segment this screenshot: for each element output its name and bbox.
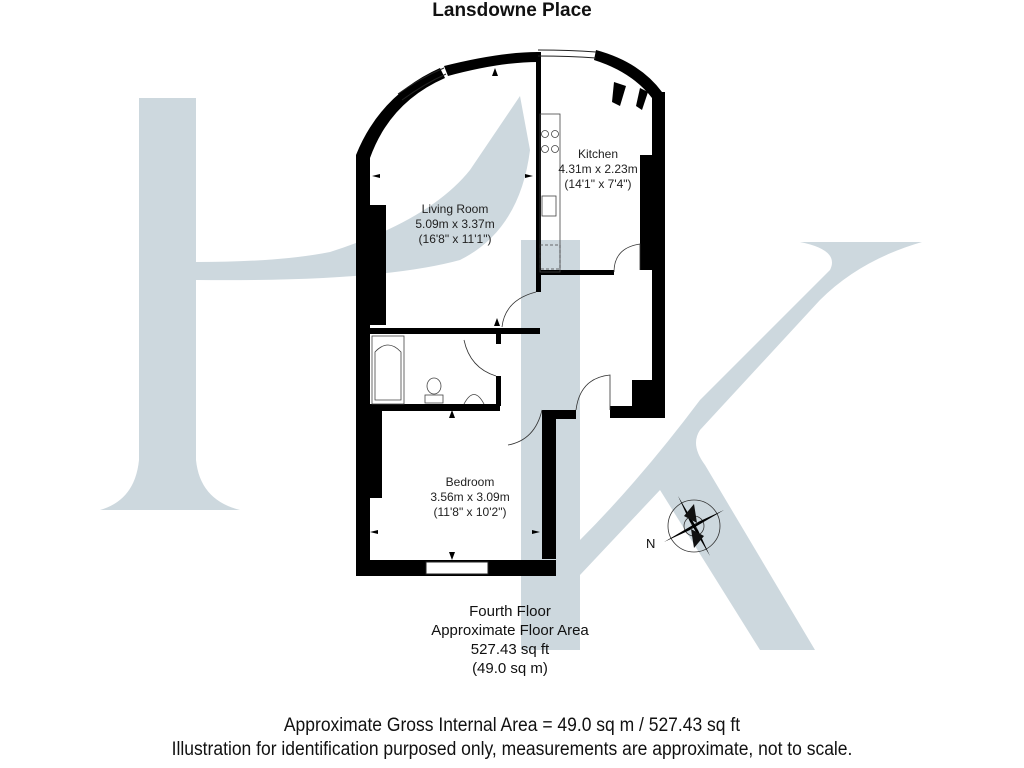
dimension-markers xyxy=(370,68,650,560)
watermark-k xyxy=(521,240,922,650)
walls xyxy=(356,50,665,576)
plan-title: Lansdowne Place xyxy=(432,0,592,21)
room-label-kitchen: Kitchen 4.31m x 2.23m (14'1" x 7'4") xyxy=(553,147,643,192)
footer: Approximate Gross Internal Area = 49.0 s… xyxy=(41,714,983,762)
room-imperial: (14'1" x 7'4") xyxy=(564,177,632,191)
room-metric: 5.09m x 3.37m xyxy=(415,217,495,231)
floor-area-sqm: (49.0 sq m) xyxy=(472,660,548,677)
room-name: Kitchen xyxy=(577,147,619,161)
fixtures xyxy=(371,113,561,405)
compass-north-label: N xyxy=(646,536,656,551)
disclaimer-text: Illustration for identification purposed… xyxy=(171,739,853,760)
floor-area-label: Approximate Floor Area xyxy=(431,622,589,639)
room-name: Living Room xyxy=(421,202,489,216)
room-imperial: (11'8" x 10'2") xyxy=(433,505,507,519)
room-metric: 4.31m x 2.23m xyxy=(558,162,638,176)
compass-icon xyxy=(664,496,724,556)
watermark-h xyxy=(100,96,530,510)
floor-name: Fourth Floor xyxy=(469,603,551,620)
room-metric: 3.56m x 3.09m xyxy=(430,490,510,504)
room-label-bedroom: Bedroom 3.56m x 3.09m (11'8" x 10'2") xyxy=(420,475,520,520)
doors xyxy=(463,243,641,446)
room-name: Bedroom xyxy=(445,475,495,489)
gross-area-text: Approximate Gross Internal Area = 49.0 s… xyxy=(283,715,741,736)
floor-area-sqft: 527.43 sq ft xyxy=(470,641,550,658)
room-imperial: (16'8" x 11'1") xyxy=(418,232,492,246)
floor-info: Fourth Floor Approximate Floor Area 527.… xyxy=(400,602,620,678)
room-label-living-room: Living Room 5.09m x 3.37m (16'8" x 11'1"… xyxy=(405,202,505,247)
windows xyxy=(397,49,597,575)
